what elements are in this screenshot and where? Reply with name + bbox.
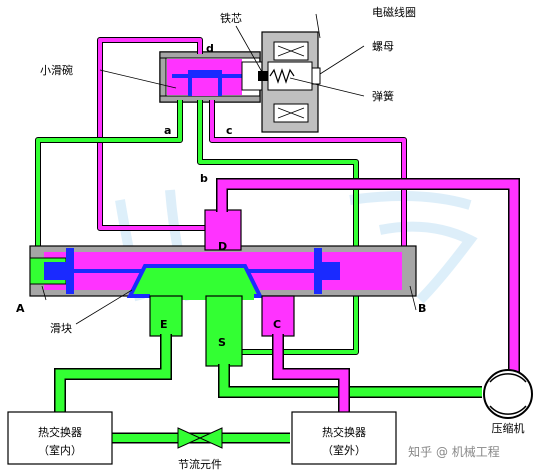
label-iron-core: 铁芯 bbox=[220, 11, 242, 25]
label-electromagnetic-coil: 电磁线圈 bbox=[372, 5, 416, 19]
capillary-pipes bbox=[35, 37, 407, 355]
label-port-S: S bbox=[218, 336, 226, 349]
compressor-icon bbox=[483, 369, 533, 419]
callout-lines bbox=[41, 13, 417, 325]
label-spring: 弹簧 bbox=[372, 89, 394, 103]
label-hx-indoor-2: （室内） bbox=[38, 443, 82, 457]
pilot-valve bbox=[159, 31, 321, 133]
label-hx-outdoor-1: 热交换器 bbox=[322, 425, 366, 439]
label-pipe-c: c bbox=[226, 124, 233, 137]
heat-exchanger-indoor bbox=[7, 411, 113, 465]
label-port-D: D bbox=[218, 240, 227, 253]
main-valve bbox=[29, 209, 417, 367]
label-pipe-a: a bbox=[164, 124, 171, 137]
label-compressor: 压缩机 bbox=[492, 421, 525, 435]
watermark: 知乎 @ 机械工程 bbox=[408, 444, 500, 459]
label-port-A: A bbox=[16, 302, 25, 315]
label-port-C: C bbox=[273, 318, 281, 331]
label-pipe-b: b bbox=[200, 172, 208, 185]
label-port-E: E bbox=[160, 318, 168, 331]
label-hx-indoor-1: 热交换器 bbox=[38, 425, 82, 439]
label-throttle: 节流元件 bbox=[178, 457, 222, 471]
label-small-slide-bowl: 小滑碗 bbox=[40, 63, 73, 77]
label-pipe-d: d bbox=[206, 42, 214, 55]
pipe-a bbox=[35, 100, 183, 268]
label-port-B: B bbox=[418, 302, 426, 315]
throttle-icon bbox=[177, 427, 223, 449]
heat-exchanger-outdoor bbox=[291, 411, 397, 465]
label-slider: 滑块 bbox=[50, 322, 72, 335]
label-hx-outdoor-2: （室外） bbox=[322, 443, 366, 457]
label-nut: 螺母 bbox=[372, 40, 394, 53]
